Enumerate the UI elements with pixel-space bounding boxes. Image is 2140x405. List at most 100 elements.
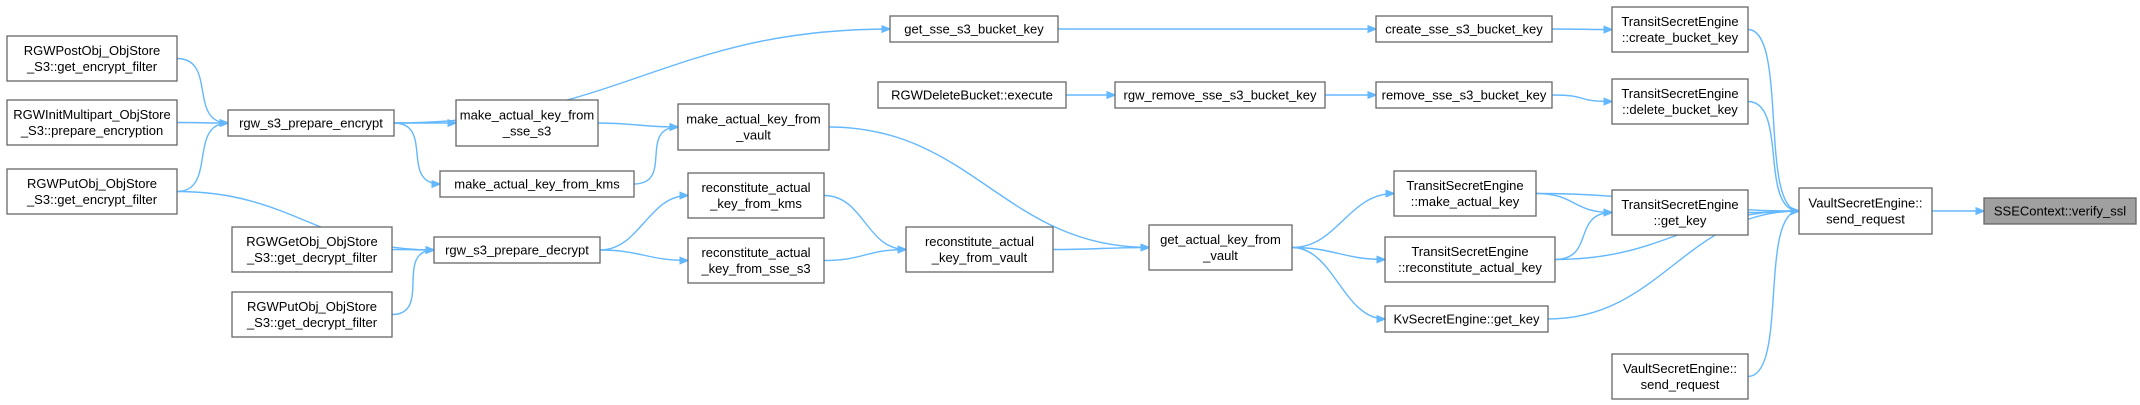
node-box xyxy=(1611,189,1749,236)
edge-vault-send-request-2-to-vault-send-request-main xyxy=(1747,211,1799,378)
node-label: RGWInitMultipart_ObjStore xyxy=(13,107,171,122)
node-label: send_request xyxy=(1641,377,1720,392)
edge-reconstitute-actual-key-from-vault-to-get-actual-key-from-vault xyxy=(1052,248,1149,250)
node-label: _S3::get_decrypt_filter xyxy=(246,250,378,265)
node-label: TransitSecretEngine xyxy=(1621,14,1738,29)
node-box xyxy=(6,35,178,82)
node-label: _S3::get_encrypt_filter xyxy=(26,59,158,74)
node-label: ::delete_bucket_key xyxy=(1622,102,1738,117)
node-rgw-put-obj-get-decrypt-filter[interactable]: RGWPutObj_ObjStore_S3::get_decrypt_filte… xyxy=(231,291,393,338)
edge-make-actual-key-from-sse-s3-to-make-actual-key-from-vault xyxy=(597,122,678,127)
node-label: ::reconstitute_actual_key xyxy=(1398,260,1542,275)
node-label: TransitSecretEngine xyxy=(1406,178,1523,193)
node-box xyxy=(1611,353,1749,400)
node-rgw-remove-sse-s3-bucket-key[interactable]: rgw_remove_sse_s3_bucket_key xyxy=(1114,81,1326,109)
node-transit-get-key[interactable]: TransitSecretEngine::get_key xyxy=(1611,189,1749,236)
node-reconstitute-actual-key-from-sse-s3[interactable]: reconstitute_actual_key_from_sse_s3 xyxy=(687,237,825,284)
node-label: rgw_s3_prepare_encrypt xyxy=(239,116,383,131)
node-rgw-get-obj-get-decrypt-filter[interactable]: RGWGetObj_ObjStore_S3::get_decrypt_filte… xyxy=(231,226,393,273)
node-label: _key_from_vault xyxy=(931,250,1028,265)
node-label: reconstitute_actual xyxy=(701,180,810,195)
node-label: ::make_actual_key xyxy=(1411,194,1520,209)
node-box xyxy=(889,15,1059,43)
edge-reconstitute-actual-key-from-kms-to-reconstitute-actual-key-from-vault xyxy=(823,194,906,250)
node-box xyxy=(687,172,825,219)
edge-remove-sse-s3-bucket-key-to-transit-delete-bucket-key xyxy=(1551,94,1612,102)
node-box xyxy=(433,236,601,264)
node-rgw-s3-prepare-encrypt[interactable]: rgw_s3_prepare_encrypt xyxy=(227,109,395,137)
edge-create-sse-s3-bucket-key-to-transit-create-bucket-key xyxy=(1551,29,1612,30)
node-rgw-init-multipart-prepare-encryption[interactable]: RGWInitMultipart_ObjStore_S3::prepare_en… xyxy=(6,99,178,146)
node-create-sse-s3-bucket-key[interactable]: create_sse_s3_bucket_key xyxy=(1375,15,1553,43)
node-box xyxy=(905,226,1054,273)
node-box xyxy=(1983,197,2137,225)
node-kv-get-key[interactable]: KvSecretEngine::get_key xyxy=(1384,305,1549,333)
node-box xyxy=(1375,81,1553,109)
edge-reconstitute-actual-key-from-sse-s3-to-reconstitute-actual-key-from-vault xyxy=(823,250,906,262)
node-label: TransitSecretEngine xyxy=(1411,244,1528,259)
node-reconstitute-actual-key-from-vault[interactable]: reconstitute_actual_key_from_vault xyxy=(905,226,1054,273)
node-label: rgw_remove_sse_s3_bucket_key xyxy=(1124,88,1317,103)
node-box xyxy=(687,237,825,284)
edge-make-actual-key-from-vault-to-get-actual-key-from-vault xyxy=(828,126,1149,248)
node-label: _sse_s3 xyxy=(502,124,551,139)
node-label: RGWPutObj_ObjStore xyxy=(27,176,157,191)
node-box xyxy=(455,99,599,147)
node-label: remove_sse_s3_bucket_key xyxy=(1382,88,1547,103)
node-label: _S3::prepare_encryption xyxy=(20,123,163,138)
node-label: VaultSecretEngine:: xyxy=(1623,361,1737,376)
node-label: make_actual_key_from xyxy=(460,108,594,123)
node-box xyxy=(1384,236,1556,283)
node-label: get_sse_s3_bucket_key xyxy=(904,22,1044,37)
node-remove-sse-s3-bucket-key[interactable]: remove_sse_s3_bucket_key xyxy=(1375,81,1553,109)
node-vault-send-request-2[interactable]: VaultSecretEngine::send_request xyxy=(1611,353,1749,400)
node-rgw-s3-prepare-decrypt[interactable]: rgw_s3_prepare_decrypt xyxy=(433,236,601,264)
edge-transit-delete-bucket-key-to-vault-send-request-main xyxy=(1747,100,1799,212)
node-sse-verify-ssl[interactable]: SSEContext::verify_ssl xyxy=(1983,197,2137,225)
node-rgw-post-obj-get-encrypt-filter[interactable]: RGWPostObj_ObjStore_S3::get_encrypt_filt… xyxy=(6,35,178,82)
node-box xyxy=(1798,187,1933,235)
node-label: rgw_s3_prepare_decrypt xyxy=(445,243,589,258)
node-label: reconstitute_actual xyxy=(925,234,1034,249)
node-label: ::create_bucket_key xyxy=(1622,30,1739,45)
node-label: KvSecretEngine::get_key xyxy=(1394,312,1540,327)
node-vault-send-request-main[interactable]: VaultSecretEngine::send_request xyxy=(1798,187,1933,235)
node-label: _vault xyxy=(735,128,771,143)
node-transit-make-actual-key[interactable]: TransitSecretEngine::make_actual_key xyxy=(1393,170,1537,217)
node-transit-create-bucket-key[interactable]: TransitSecretEngine::create_bucket_key xyxy=(1611,6,1749,53)
node-box xyxy=(6,99,178,146)
node-box xyxy=(1384,305,1549,333)
node-box xyxy=(1393,170,1537,217)
node-label: send_request xyxy=(1826,212,1905,227)
node-rgw-put-obj-get-encrypt-filter[interactable]: RGWPutObj_ObjStore_S3::get_encrypt_filte… xyxy=(6,168,178,215)
node-reconstitute-actual-key-from-kms[interactable]: reconstitute_actual_key_from_kms xyxy=(687,172,825,219)
node-label: RGWPutObj_ObjStore xyxy=(247,299,377,314)
node-transit-delete-bucket-key[interactable]: TransitSecretEngine::delete_bucket_key xyxy=(1611,78,1749,125)
edge-rgw-put-obj-get-decrypt-filter-to-rgw-s3-prepare-decrypt xyxy=(391,250,434,316)
node-get-sse-s3-bucket-key[interactable]: get_sse_s3_bucket_key xyxy=(889,15,1059,43)
edge-make-actual-key-from-kms-to-make-actual-key-from-vault xyxy=(633,127,678,185)
edge-rgw-post-obj-get-encrypt-filter-to-rgw-s3-prepare-encrypt xyxy=(176,57,228,124)
node-label: make_actual_key_from_kms xyxy=(454,177,620,192)
node-box xyxy=(677,103,830,151)
node-label: TransitSecretEngine xyxy=(1621,197,1738,212)
node-label: _vault xyxy=(1202,248,1238,263)
node-box xyxy=(231,291,393,338)
edge-get-actual-key-from-vault-to-transit-reconstitute-actual-key xyxy=(1291,246,1385,260)
edge-rgw-put-obj-get-encrypt-filter-to-rgw-s3-prepare-encrypt xyxy=(176,123,228,193)
node-transit-reconstitute-actual-key[interactable]: TransitSecretEngine::reconstitute_actual… xyxy=(1384,236,1556,283)
node-label: reconstitute_actual xyxy=(701,245,810,260)
edge-rgw-init-multipart-prepare-encryption-to-rgw-s3-prepare-encrypt xyxy=(176,123,228,124)
edge-transit-create-bucket-key-to-vault-send-request-main xyxy=(1747,28,1799,212)
node-label: RGWPostObj_ObjStore xyxy=(24,43,161,58)
node-label: _key_from_sse_s3 xyxy=(700,261,810,276)
node-make-actual-key-from-kms[interactable]: make_actual_key_from_kms xyxy=(439,170,635,198)
node-make-actual-key-from-vault[interactable]: make_actual_key_from_vault xyxy=(677,103,830,151)
edge-get-actual-key-from-vault-to-kv-get-key xyxy=(1291,246,1385,320)
node-rgw-delete-bucket-execute[interactable]: RGWDeleteBucket::execute xyxy=(877,81,1067,109)
node-label: VaultSecretEngine:: xyxy=(1809,196,1923,211)
node-label: TransitSecretEngine xyxy=(1621,86,1738,101)
node-get-actual-key-from-vault[interactable]: get_actual_key_from_vault xyxy=(1148,224,1293,271)
node-make-actual-key-from-sse-s3[interactable]: make_actual_key_from_sse_s3 xyxy=(455,99,599,147)
